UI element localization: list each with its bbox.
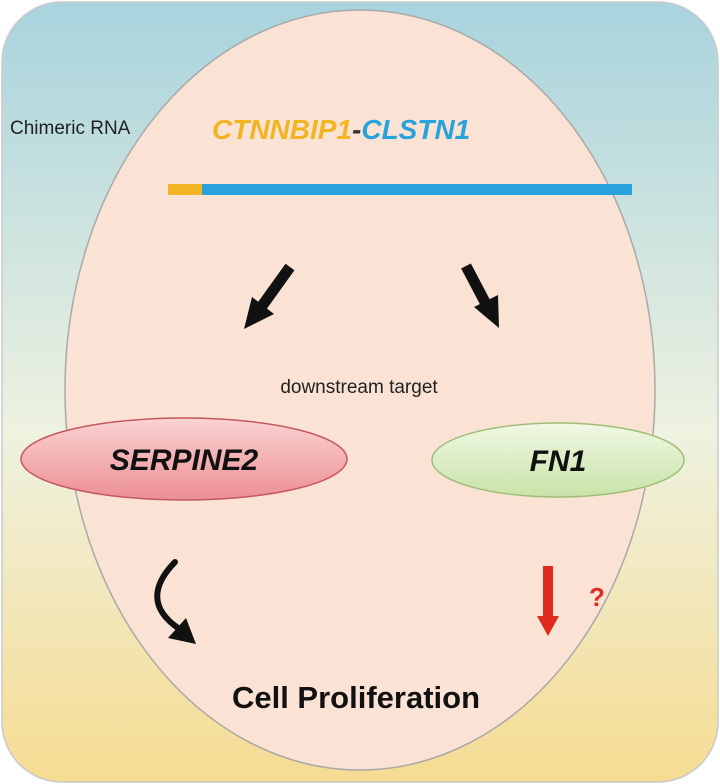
fn1-label: FN1	[530, 445, 587, 478]
chimeric-rna-bar	[168, 184, 632, 195]
gene-5prime: CTNNBIP1	[212, 114, 352, 145]
down-arrow-icon	[537, 566, 559, 636]
fusion-gene-name: CTNNBIP1-CLSTN1	[212, 114, 470, 145]
arrow-to-serpine2	[244, 263, 295, 329]
arrow-to-fn1	[461, 263, 499, 328]
rna-segment-5prime	[168, 184, 202, 195]
downstream-target-label: downstream target	[280, 377, 438, 398]
fusion-separator: -	[352, 114, 361, 145]
cell-body	[64, 9, 656, 771]
serpine2-label: SERPINE2	[110, 444, 259, 477]
question-mark: ?	[589, 582, 605, 612]
curved-arrow-icon	[154, 559, 196, 644]
cell-proliferation-label: Cell Proliferation	[232, 680, 480, 715]
chimeric-rna-label: Chimeric RNA	[10, 118, 131, 139]
serpine2-node: SERPINE2	[20, 417, 348, 501]
fn1-node: FN1	[431, 422, 685, 498]
gene-3prime: CLSTN1	[361, 114, 470, 145]
rna-segment-3prime	[202, 184, 632, 195]
